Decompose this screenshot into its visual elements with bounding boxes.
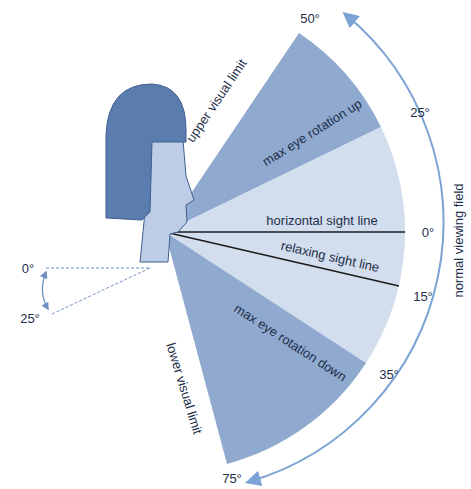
angle-label: 75° [222,472,242,485]
angle-label: 0° [422,226,434,239]
angle-label: 0° [22,262,34,275]
dashed-reference [52,268,150,314]
hair [106,84,186,220]
angle-label: 15° [413,290,433,303]
field-label: normal viewing field [451,183,464,297]
dashed-reference [46,268,150,269]
horizontal-line [165,231,405,232]
line-label: horizontal sight line [266,214,377,227]
angle-arrow [42,272,48,309]
angle-label: 25° [20,312,40,325]
angle-label: 50° [300,12,320,25]
relaxing-line [165,232,399,286]
angle-label: 35° [379,368,399,381]
viewing-field-arc [248,14,443,482]
angle-label: 25° [410,106,430,119]
